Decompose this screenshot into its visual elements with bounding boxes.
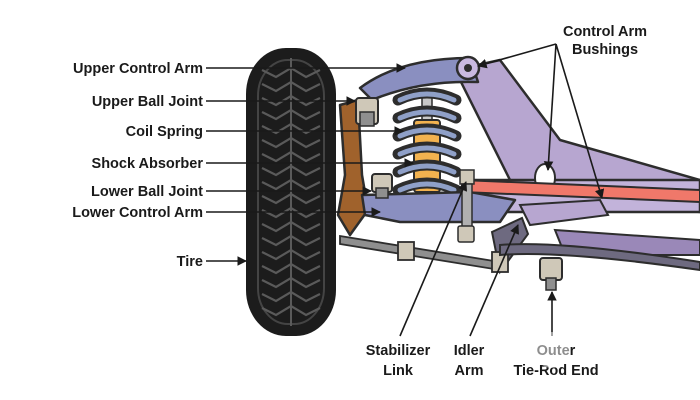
label-lower-ball-joint: Lower Ball Joint <box>91 184 203 200</box>
label-upper-ball-joint: Upper Ball Joint <box>92 94 203 110</box>
leader-lines <box>206 43 605 337</box>
label-tie-rod-end-2: Tie-Rod End <box>513 363 598 379</box>
tie-rod <box>339 234 501 272</box>
label-control-arm-bushings-1: Control Arm <box>563 24 647 40</box>
label-stabilizer-link-2: Link <box>383 363 414 379</box>
outer-tie-rod-end <box>539 257 563 291</box>
upper-ball-joint <box>355 97 379 127</box>
label-upper-control-arm: Upper Control Arm <box>73 61 203 77</box>
label-lower-control-arm: Lower Control Arm <box>72 205 203 221</box>
label-tire: Tire <box>177 254 203 270</box>
tire <box>246 48 336 336</box>
upper-control-arm <box>358 55 481 102</box>
watermark-text: CAR <box>590 336 647 366</box>
label-control-arm-bushings-2: Bushings <box>572 42 638 58</box>
label-stabilizer-link-1: Stabilizer <box>366 343 431 359</box>
label-idler-arm-1: Idler <box>454 343 485 359</box>
lower-ball-joint <box>371 173 393 199</box>
center-link <box>499 243 700 272</box>
label-coil-spring: Coil Spring <box>126 124 203 140</box>
watermark: CAR <box>534 332 647 368</box>
label-shock-absorber: Shock Absorber <box>92 156 204 172</box>
chassis-frame <box>453 58 700 256</box>
label-idler-arm-2: Arm <box>454 363 483 379</box>
